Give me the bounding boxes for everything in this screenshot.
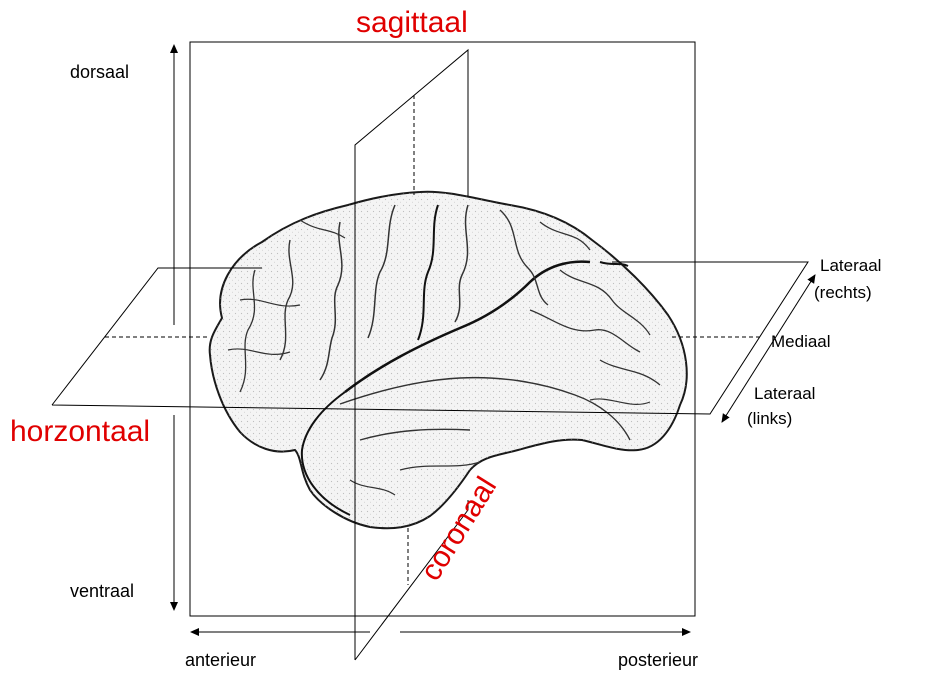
sagittal-plane — [354, 48, 469, 661]
medial-label: Mediaal — [771, 332, 831, 351]
lateral-left-sub-label: (links) — [747, 409, 793, 428]
anterior-label: anterieur — [185, 650, 257, 670]
coronal-plane — [189, 41, 696, 617]
temporal-lobe-outline — [300, 391, 351, 516]
diagonal-arrow — [721, 274, 816, 423]
lateral-right-sub-label: (rechts) — [814, 283, 872, 302]
lateral-fissure — [344, 260, 591, 393]
central-sulcus — [417, 204, 439, 341]
brain-illustration — [208, 190, 688, 530]
posterior-label: posterieur — [618, 650, 699, 670]
ventral-label: ventraal — [70, 581, 135, 601]
horizontal-plane-label: horzontaal — [10, 415, 151, 448]
lateral-left-label: Lateraal — [754, 384, 816, 403]
lateral-right-label: Lateraal — [820, 256, 882, 275]
dorsal-label: dorsaal — [70, 62, 130, 82]
sagittal-plane-label: sagittaal — [356, 6, 468, 39]
